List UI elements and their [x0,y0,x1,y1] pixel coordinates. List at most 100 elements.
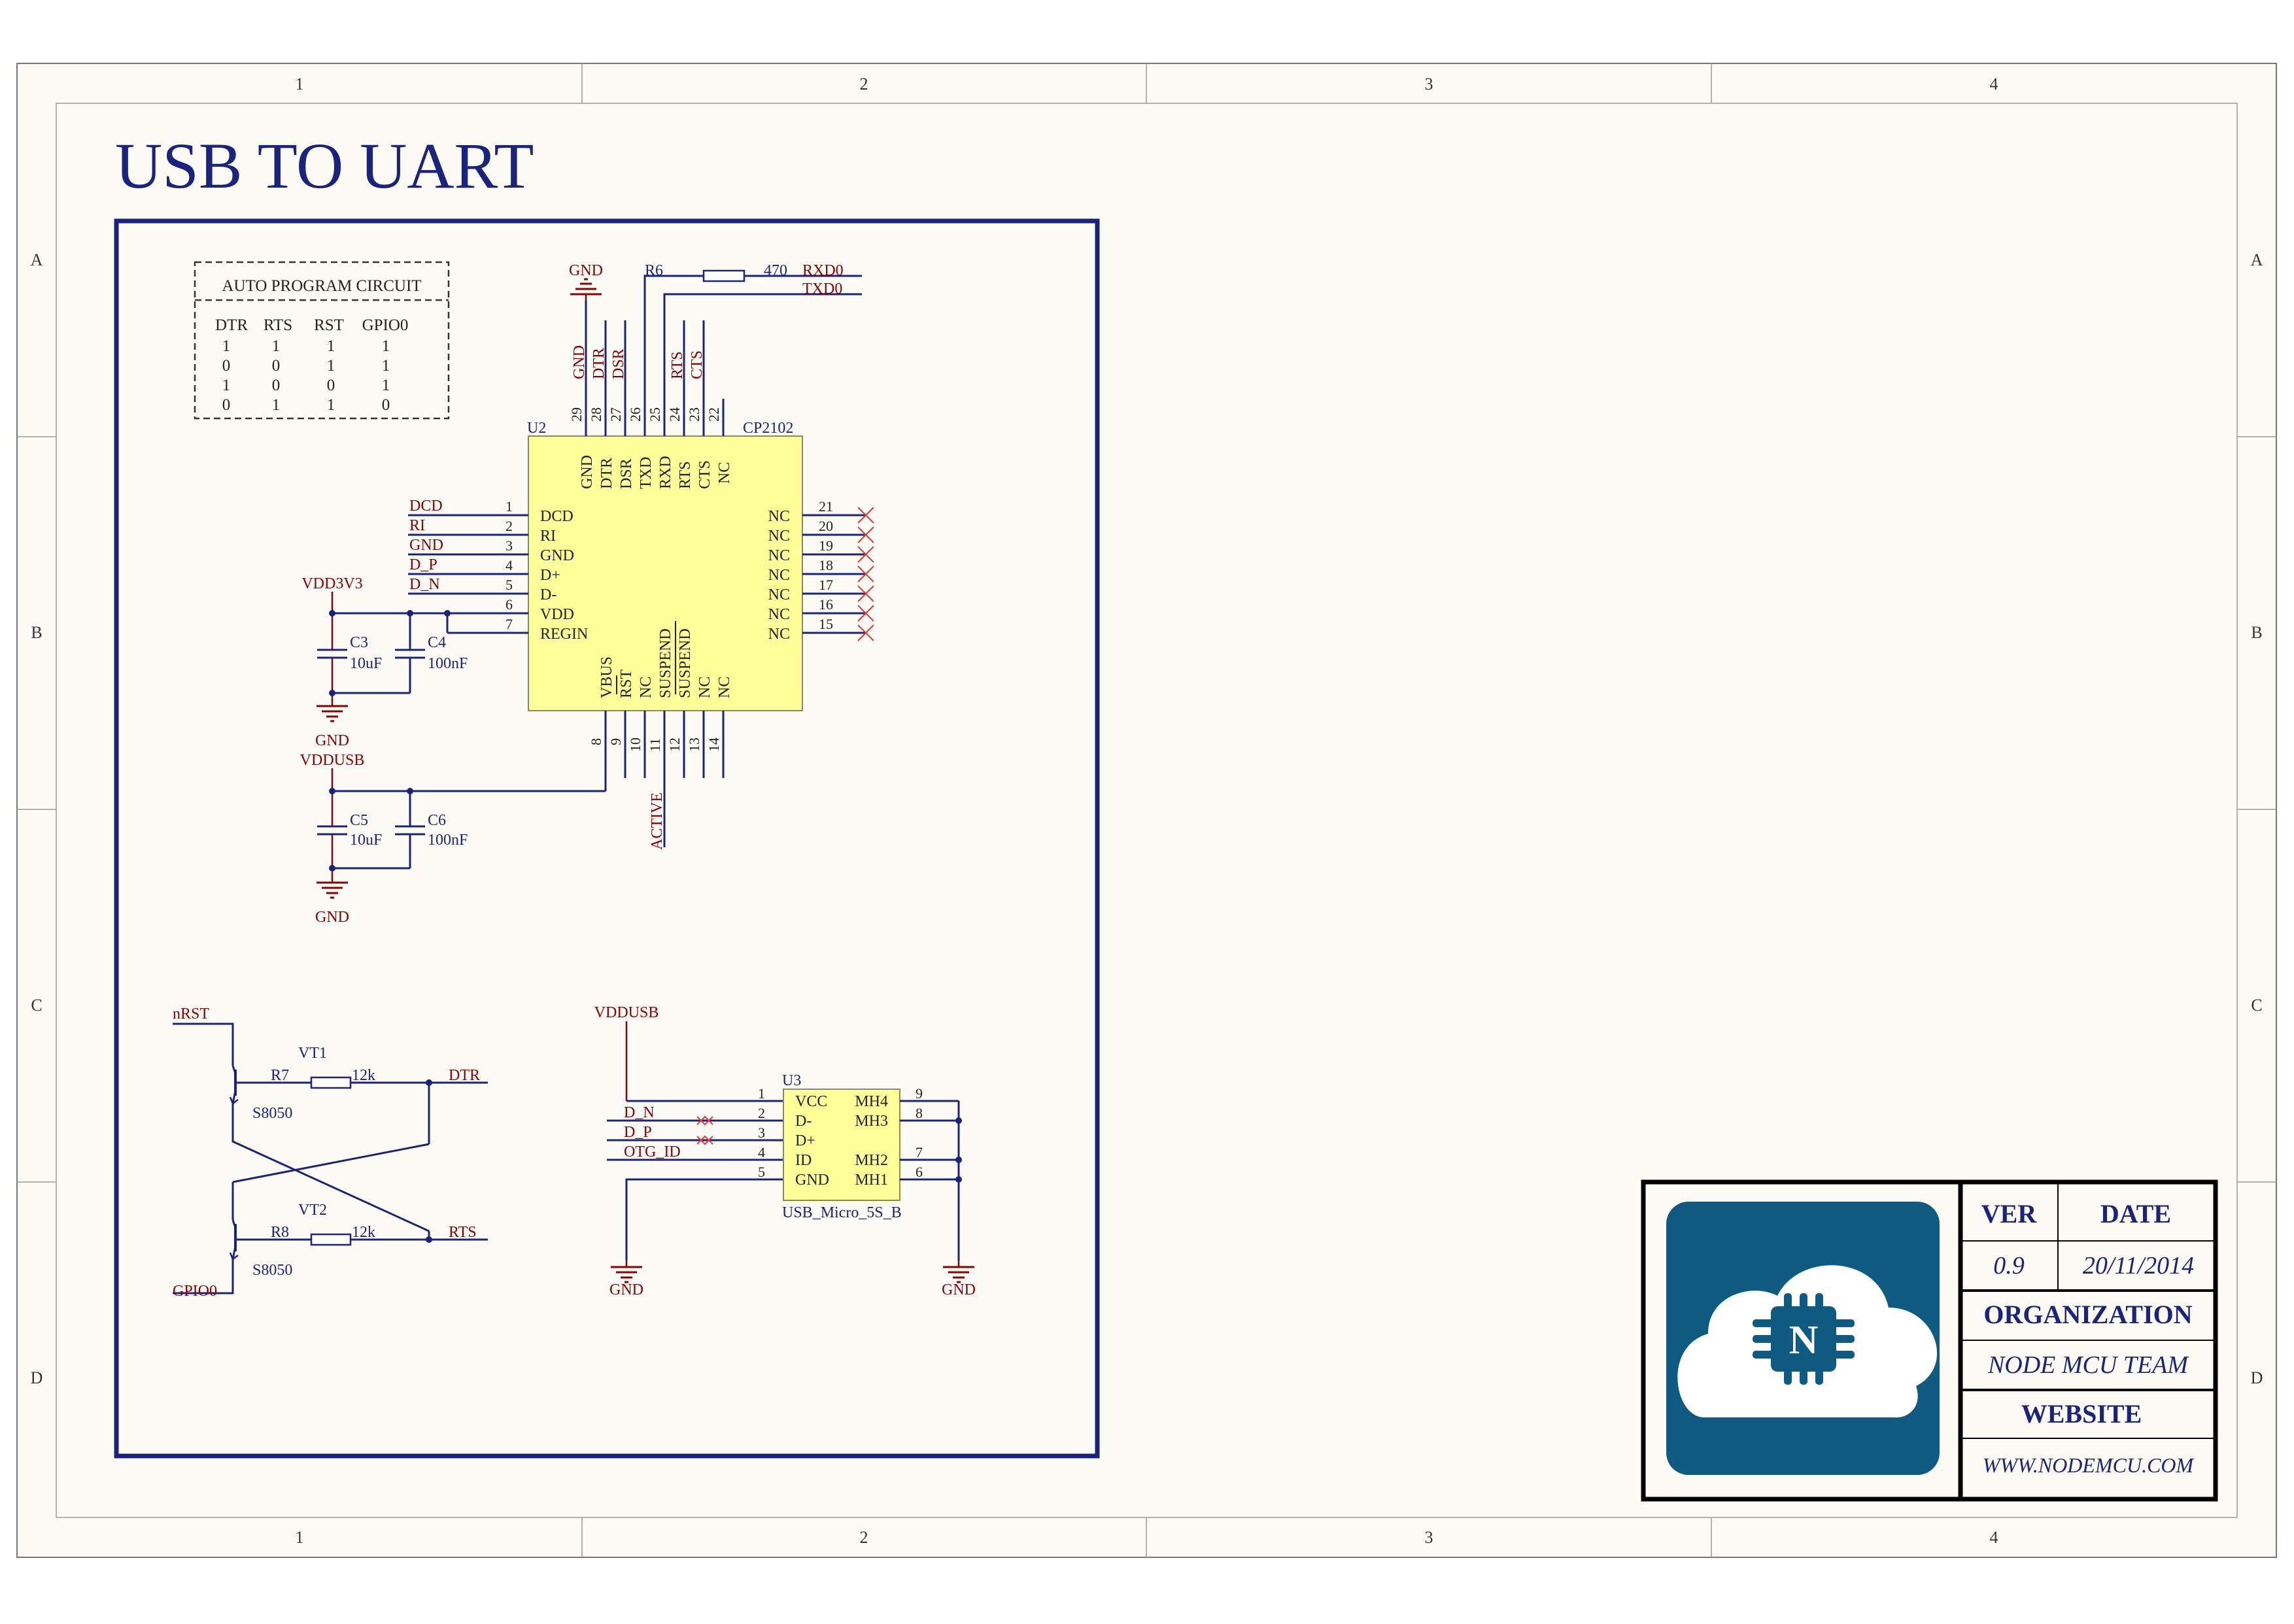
auto-program-cell: 0 [272,377,281,394]
active-net-label: ACTIVE [649,792,666,850]
zone-row-a-left: A [31,250,43,269]
u3-pin-num: 7 [916,1144,923,1160]
u2-part: CP2102 [743,420,793,437]
c3-value: 10uF [350,655,382,672]
u3-part: USB_Micro_5S_B [782,1204,902,1221]
u2-pin-name: NC [716,677,733,698]
ver-value: 0.9 [1993,1252,2025,1279]
vdd3v3-net-label: VDD3V3 [301,575,362,592]
u2-pin-num: 6 [505,596,513,613]
organization-label: ORGANIZATION [1983,1300,2192,1329]
u2-pin-num: 7 [505,616,513,632]
u2-pin-name: NC [716,462,733,484]
u2-pin-name: RI [540,528,556,545]
u2-pin-name: D- [540,586,556,603]
gnd-net-label: GND [609,1281,643,1298]
title-block: N VER DATE 0.9 20/11/2014 ORGANIZATION N… [1641,1179,2218,1502]
u2-body [528,435,803,711]
vt2-part: S8050 [252,1262,292,1279]
u2-pin-num: 14 [706,737,722,752]
website-value: WWW.NODEMCU.COM [1983,1453,2195,1477]
u2-pin-name: RTS [677,461,694,489]
u3-pin-name: MH3 [855,1113,888,1130]
u3-pin-name: MH2 [855,1152,888,1169]
vt1-part: S8050 [252,1105,292,1122]
auto-program-cell: 1 [382,377,390,394]
u2-net-label: DSR [610,348,627,379]
u2-net-label: DCD [409,498,443,515]
auto-program-cell: 0 [222,396,231,414]
u2-pin-name: DSR [618,458,635,489]
auto-program-cell: 1 [222,337,231,355]
u3-pin-num: 1 [758,1085,765,1102]
u3-net-label: D_N [624,1104,655,1121]
c5-ref: C5 [350,812,368,829]
auto-program-header: RST [314,316,344,334]
u2-pin-name: NC [768,606,790,623]
r7-ref: R7 [271,1067,289,1084]
vddusb-net-label: VDDUSB [594,1004,659,1021]
zone-dividers [17,63,2276,1557]
u3-body [783,1089,900,1201]
u3-pin-name: VCC [795,1093,827,1110]
auto-program-transistors: nRST VT1 R7 12k S8050 DTR VT2 R8 12k S80… [173,1006,488,1300]
u3-pin-num: 8 [916,1105,923,1121]
u2-pin-name: NC [696,677,713,698]
u2-pin-num: 17 [819,577,833,593]
u3-ref: U3 [782,1072,801,1089]
u3-net-label: OTG_ID [624,1143,681,1160]
u2-pin-num: 2 [505,518,513,534]
u2-pin-num: 23 [686,407,702,422]
u2-net-label: CTS [689,350,706,379]
u2-pin-name: RXD [657,456,674,489]
u2-pin-name: VBUS [598,656,615,698]
u2-net-label: RI [409,517,425,534]
u3-pin-num: 4 [758,1144,765,1160]
u3-pin-num: 2 [758,1105,765,1121]
u2-pin-num: 29 [568,407,585,422]
auto-program-cell: 1 [382,357,390,375]
zone-col-2-top: 2 [860,75,868,93]
vt2-ref: VT2 [298,1202,327,1219]
c6-ref: C6 [428,812,446,829]
vddusb-decoupling: VDDUSB C5 10uF C6 100nF GND [300,752,606,926]
u3-pin-name: ID [795,1152,812,1169]
u2-pin-num: 21 [819,498,833,515]
u2-pin-name: CTS [696,460,713,489]
u2-pin-num: 3 [505,537,513,554]
zone-row-c-right: C [2251,996,2262,1015]
u3-pin-num: 9 [916,1085,923,1102]
auto-program-table: AUTO PROGRAM CIRCUIT DTR RTS RST GPIO0 1… [194,261,450,420]
u2-pin-name: SUSPEND [657,628,674,698]
zone-row-a-right: A [2251,250,2263,269]
u3-pin-name: GND [795,1172,829,1189]
u2-pin-name: D+ [540,567,560,584]
u2-pin-num: 19 [819,537,833,554]
r7-value: 12k [352,1067,375,1084]
auto-program-cell: 0 [272,357,281,375]
website-label: WEBSITE [2021,1399,2142,1429]
auto-program-cell: 1 [272,337,281,355]
u2-pin-num: 4 [505,557,513,573]
auto-program-cell: 1 [272,396,281,414]
u2-net-label: GND [571,345,588,379]
u2-pin-num: 13 [686,737,702,752]
u3-pin-name: D+ [795,1132,815,1149]
u2-pin-num: 11 [647,738,663,752]
zone-col-2-bottom: 2 [860,1528,868,1547]
zone-row-d-right: D [2251,1368,2263,1387]
u2-pin-name: NC [768,586,790,603]
r8-value: 12k [352,1224,375,1241]
u2-pin-name: DCD [540,508,574,525]
r6-resistor: R6 470 RXD0 TXD0 [643,262,862,299]
u2-pin-num: 25 [647,407,663,422]
organization-value: NODE MCU TEAM [1987,1351,2189,1379]
nrst-net-label: nRST [173,1006,209,1023]
u3-net-label: D_P [624,1124,652,1141]
vddusb-net-label: VDDUSB [300,752,365,769]
u3-pin-name: MH4 [855,1093,888,1110]
u2-pin-num: 5 [505,577,513,593]
u2-pin-num: 22 [706,407,722,422]
